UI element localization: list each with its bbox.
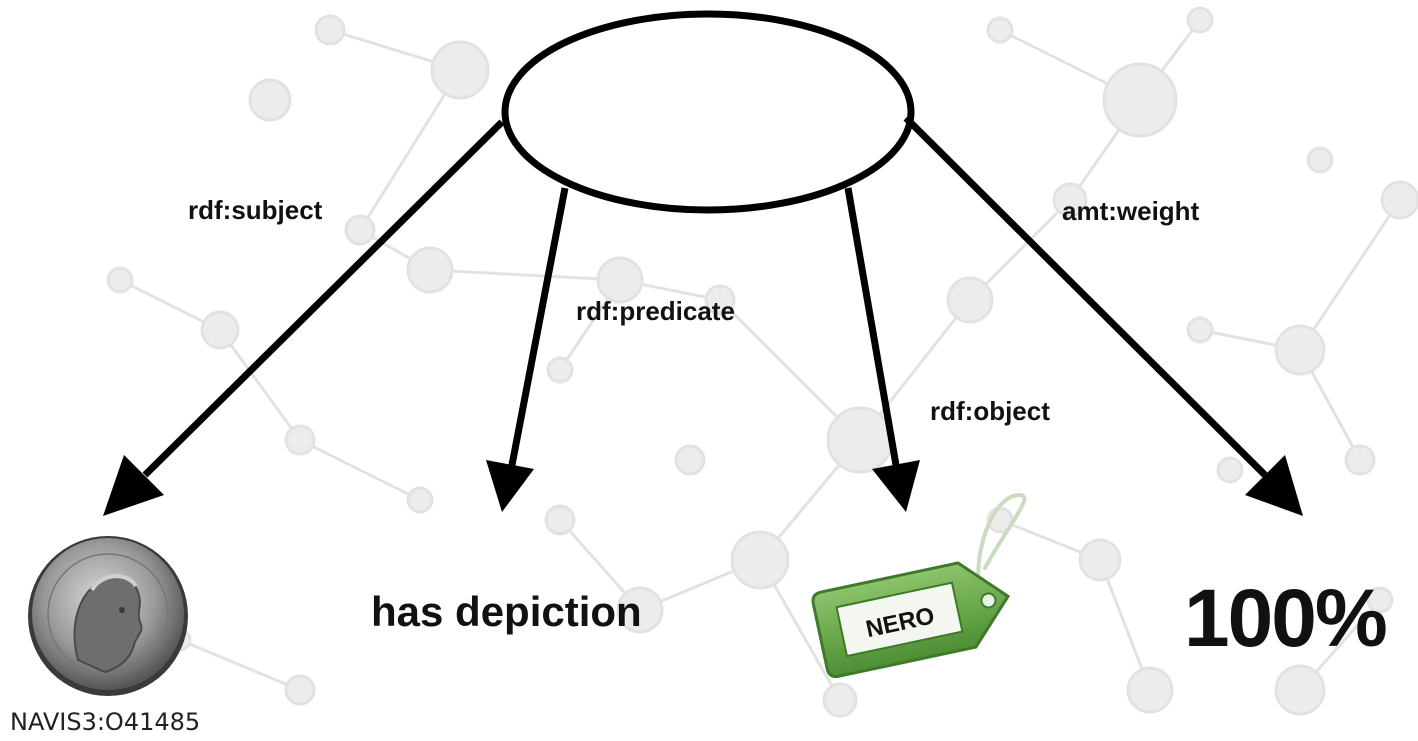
edge-subject-arrow (103, 119, 505, 516)
edge-label-object: rdf:object (930, 396, 1050, 426)
coin-image (28, 536, 188, 696)
statement-node (501, 10, 915, 214)
edge-object-arrow (844, 187, 920, 512)
background-network (106, 6, 1418, 718)
subject-caption: NAVIS3:O41485 (10, 708, 201, 736)
weight-value: 100% (1184, 573, 1388, 664)
object-tag: NERO (811, 493, 1027, 679)
edge-label-weight: amt:weight (1062, 196, 1200, 226)
edge-label-subject: rdf:subject (188, 195, 323, 225)
edge-weight-arrow (903, 115, 1303, 516)
edge-predicate-arrow (486, 187, 569, 512)
edge-label-predicate: rdf:predicate (576, 296, 735, 326)
predicate-value: has depiction (371, 588, 642, 635)
